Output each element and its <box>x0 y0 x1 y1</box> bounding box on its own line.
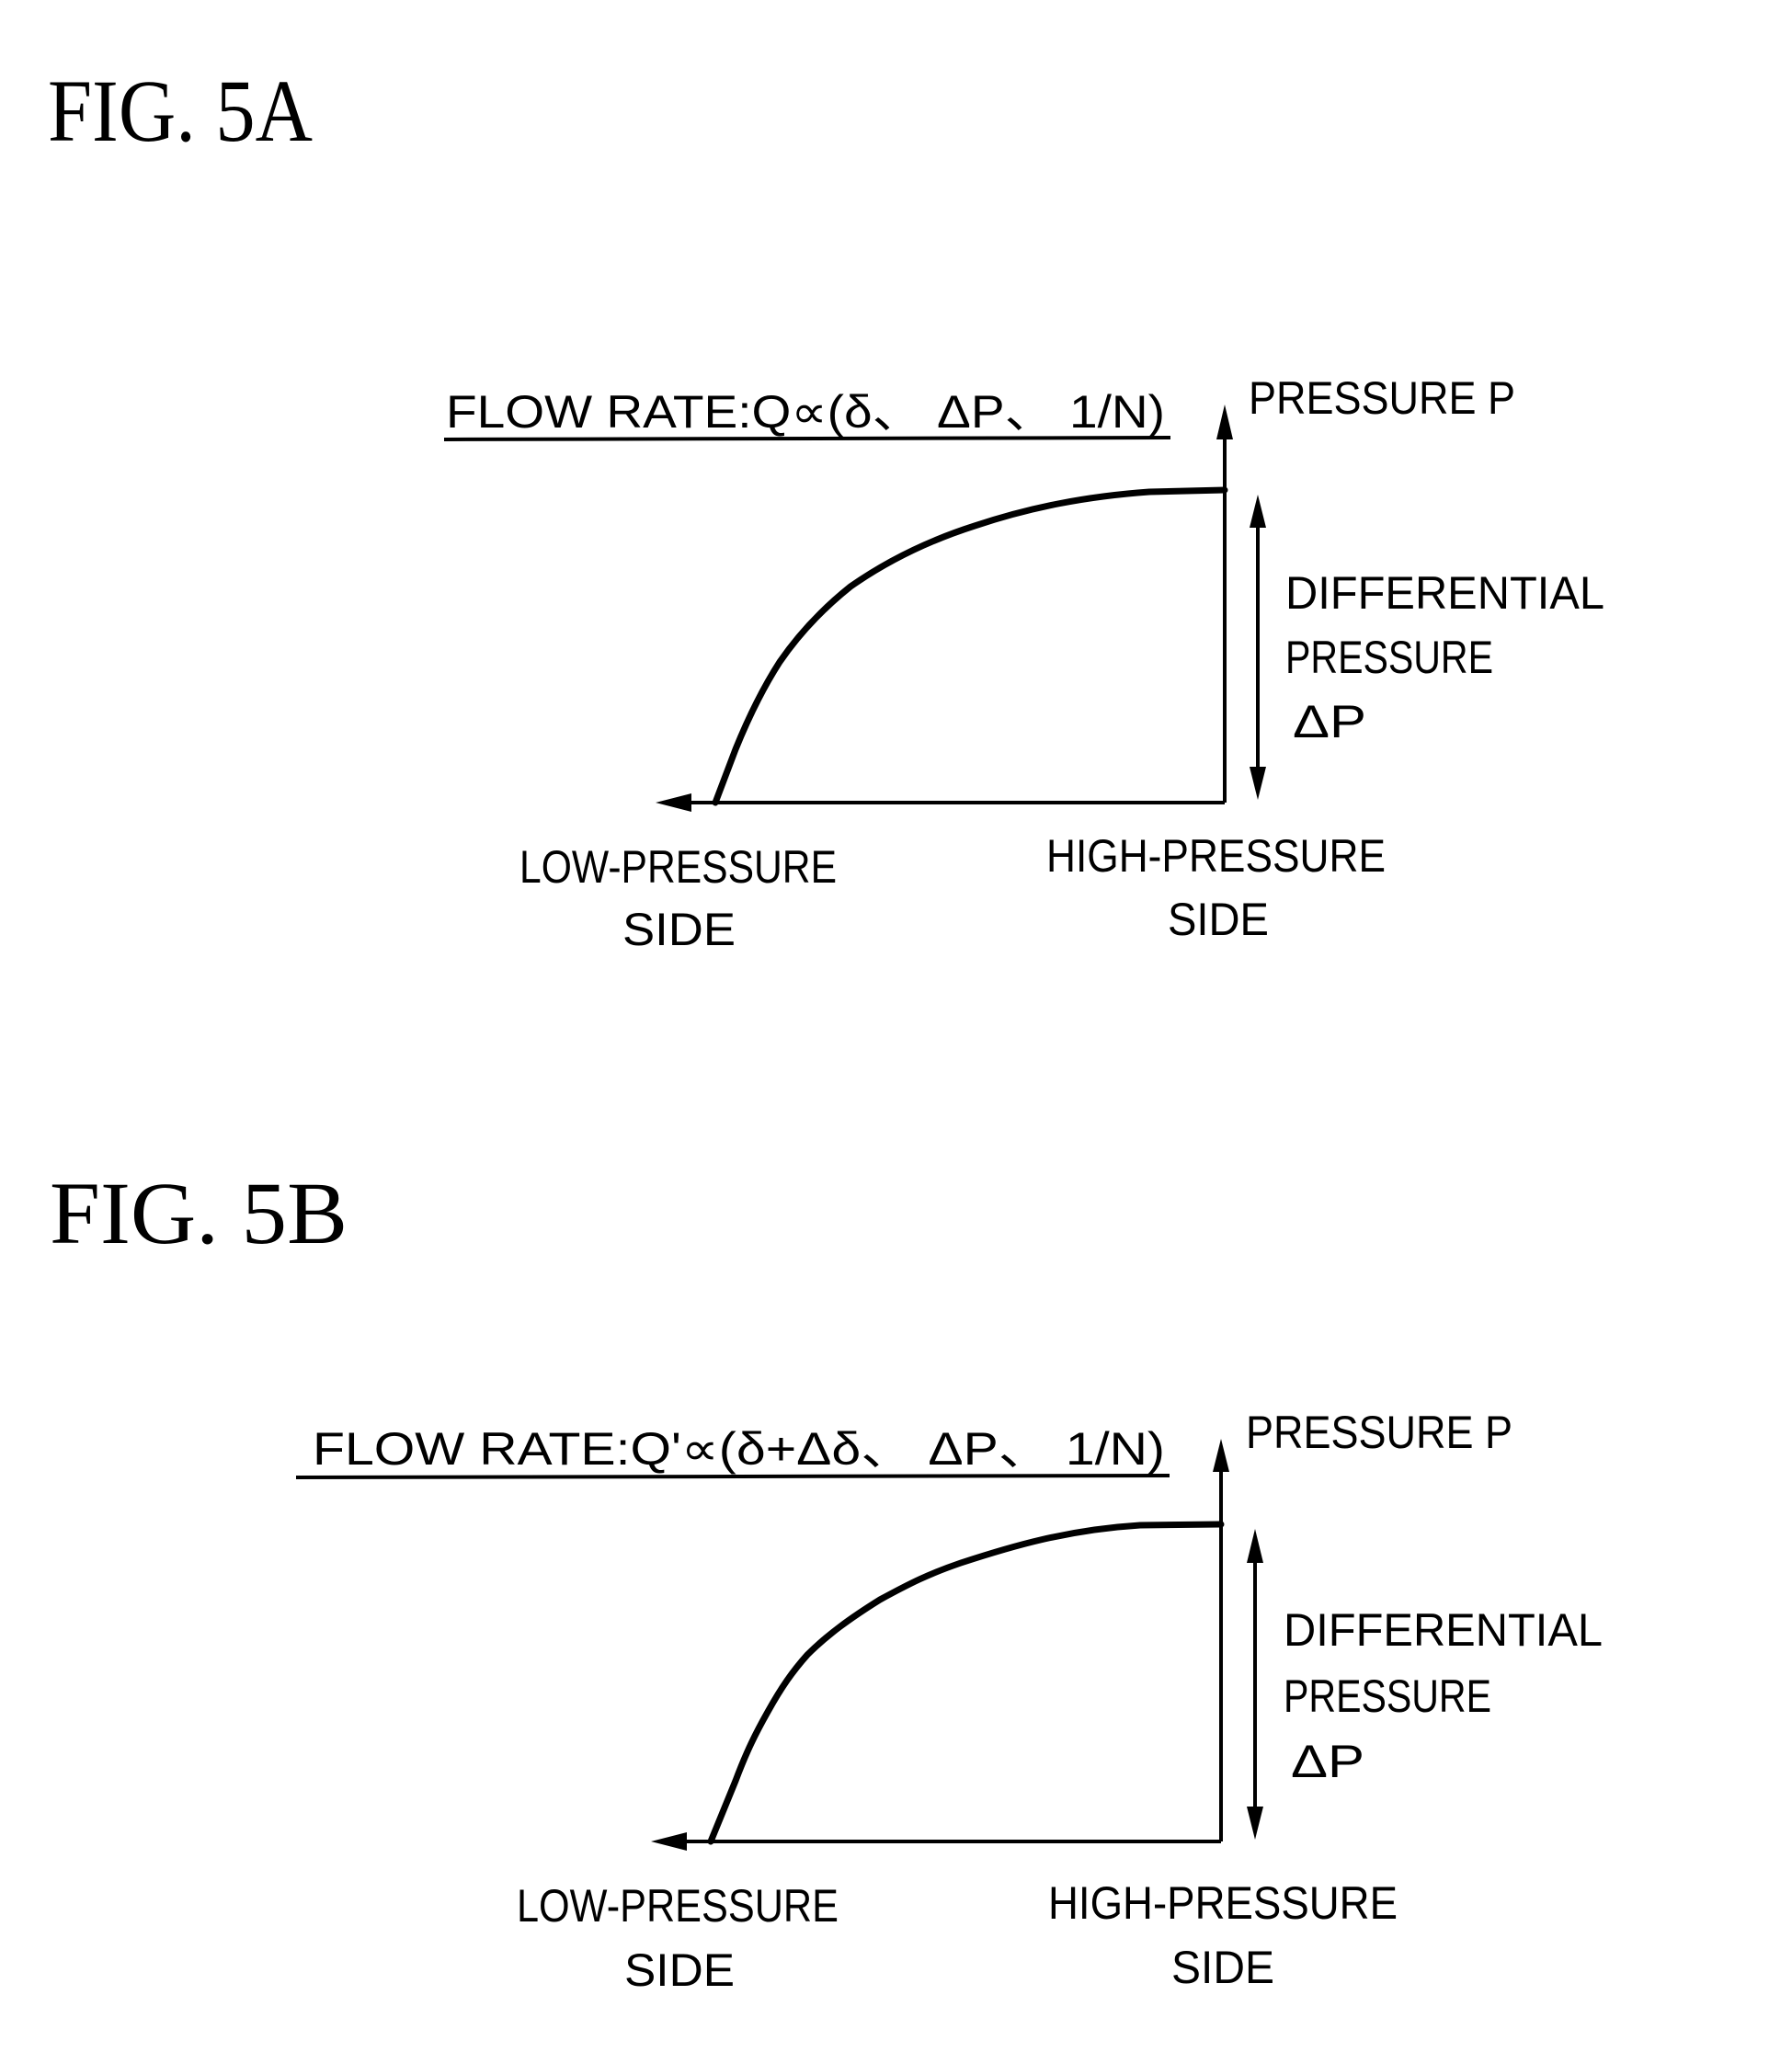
figure-5a: FIG. 5A FLOW RATE:Q∝(δ、 ΔP、 1/N) PRESSUR… <box>48 62 1604 955</box>
dp-label-line-3: ΔP <box>1291 1736 1364 1787</box>
arrow-down-icon <box>1247 1807 1263 1840</box>
arrow-left-icon <box>651 1832 687 1851</box>
dp-label-line-3: ΔP <box>1293 696 1366 747</box>
figure-title: FIG. 5B <box>50 1164 348 1262</box>
low-pressure-side-label: SIDE <box>622 904 736 955</box>
low-pressure-side-label: SIDE <box>624 1944 735 1996</box>
dp-label-line-1: DIFFERENTIAL <box>1284 1604 1603 1656</box>
formula-underline <box>443 436 1171 441</box>
high-pressure-label: HIGH-PRESSURE <box>1046 830 1386 882</box>
arrow-up-icon <box>1250 495 1266 528</box>
formula-underline <box>295 1474 1170 1479</box>
arrow-left-icon <box>656 793 691 812</box>
pressure-axis-label: PRESSURE P <box>1249 372 1515 424</box>
high-pressure-side-label: SIDE <box>1171 1942 1274 1993</box>
low-pressure-label: LOW-PRESSURE <box>517 1880 839 1932</box>
pressure-axis-label: PRESSURE P <box>1246 1407 1512 1458</box>
arrow-up-icon <box>1247 1529 1263 1563</box>
high-pressure-side-label: SIDE <box>1168 894 1269 945</box>
flow-rate-formula: FLOW RATE:Q∝(δ、 ΔP、 1/N) <box>446 386 1165 438</box>
figure-5b: FIG. 5B FLOW RATE:Q'∝(δ+Δδ、 ΔP、 1/N) PRE… <box>50 1164 1603 1996</box>
figure-title: FIG. 5A <box>48 62 313 160</box>
flow-rate-formula: FLOW RATE:Q'∝(δ+Δδ、 ΔP、 1/N) <box>313 1423 1165 1475</box>
high-pressure-label: HIGH-PRESSURE <box>1048 1877 1398 1929</box>
arrow-up-icon <box>1213 1439 1229 1472</box>
arrow-down-icon <box>1250 767 1266 800</box>
dp-label-line-2: PRESSURE <box>1285 632 1493 683</box>
dp-label-line-2: PRESSURE <box>1284 1670 1491 1722</box>
dp-label-line-1: DIFFERENTIAL <box>1285 567 1604 619</box>
low-pressure-label: LOW-PRESSURE <box>519 841 837 893</box>
pressure-curve <box>707 1521 1225 1845</box>
arrow-up-icon <box>1216 405 1233 439</box>
pressure-curve <box>712 486 1228 806</box>
